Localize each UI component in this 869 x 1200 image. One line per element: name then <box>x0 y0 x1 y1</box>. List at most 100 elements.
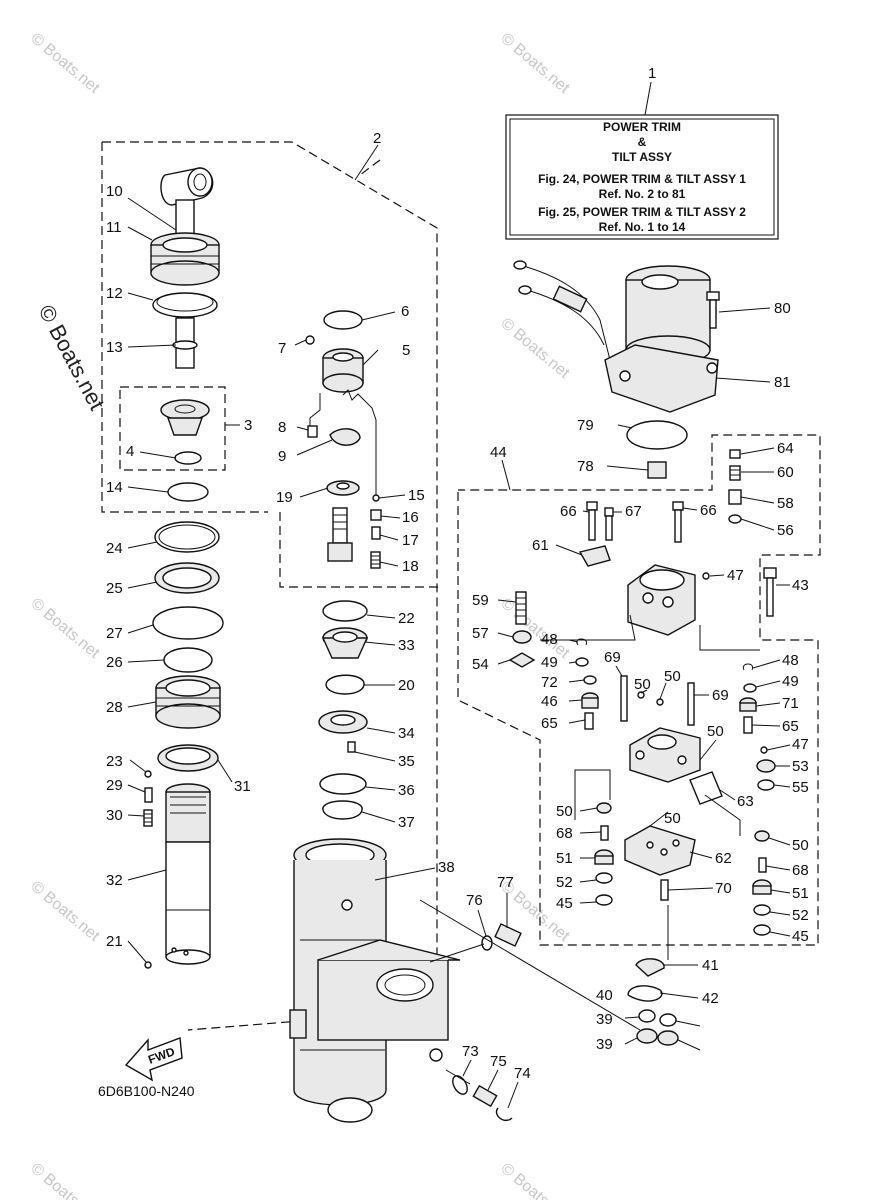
ref-line-1: Fig. 24, POWER TRIM & TILT ASSY 1 <box>538 172 746 186</box>
callout-69: 69 <box>604 649 621 666</box>
watermark: © Boats.net <box>497 1160 573 1200</box>
callout-5: 5 <box>402 342 410 359</box>
callout-75: 75 <box>490 1053 507 1070</box>
callout-44: 44 <box>490 444 507 461</box>
title-line-2: & <box>638 135 647 149</box>
callout-65: 65 <box>541 715 558 732</box>
watermark-large: © Boats.net <box>34 301 110 415</box>
callout-4: 4 <box>126 443 134 460</box>
callout-80: 80 <box>774 300 791 317</box>
callout-27: 27 <box>106 625 123 642</box>
callout-8: 8 <box>278 419 286 436</box>
callout-45: 45 <box>556 895 573 912</box>
callout-21: 21 <box>106 933 123 950</box>
callout-58: 58 <box>777 495 794 512</box>
callout-25: 25 <box>106 580 123 597</box>
callout-48b: 48 <box>782 652 799 669</box>
callout-13: 13 <box>106 339 123 356</box>
leader-lines <box>127 144 791 1109</box>
callout-22: 22 <box>398 610 415 627</box>
callout-28: 28 <box>106 699 123 716</box>
callout-65b: 65 <box>782 718 799 735</box>
callout-70: 70 <box>715 880 732 897</box>
callout-10: 10 <box>106 183 123 200</box>
callout-38: 38 <box>438 859 455 876</box>
callout-51: 51 <box>556 850 573 867</box>
callout-labels: 1 2 3 4 5 6 7 8 9 10 11 12 13 14 15 16 1… <box>106 65 809 1082</box>
callout-43: 43 <box>792 577 809 594</box>
callout-17: 17 <box>402 532 419 549</box>
callout-68: 68 <box>556 825 573 842</box>
callout-63: 63 <box>737 793 754 810</box>
callout-73: 73 <box>462 1043 479 1060</box>
callout-69b: 69 <box>712 687 729 704</box>
callout-64: 64 <box>777 440 794 457</box>
callout-66b: 66 <box>700 502 717 519</box>
callout-39: 39 <box>596 1011 613 1028</box>
callout-52b: 52 <box>792 907 809 924</box>
callout-62: 62 <box>715 850 732 867</box>
title-line-1: POWER TRIM <box>603 120 681 134</box>
watermark: © Boats.net <box>497 30 573 97</box>
callout-41: 41 <box>702 957 719 974</box>
diagram-code: 6D6B100-N240 <box>98 1083 195 1099</box>
callout-56: 56 <box>777 522 794 539</box>
callout-11: 11 <box>106 219 122 236</box>
watermark: © Boats.net <box>27 1160 103 1200</box>
callout-40: 40 <box>596 987 613 1004</box>
callout-32: 32 <box>106 872 123 889</box>
callout-71: 71 <box>782 695 799 712</box>
callout-39b: 39 <box>596 1036 613 1053</box>
callout-59: 59 <box>472 592 489 609</box>
callout-54: 54 <box>472 656 489 673</box>
callout-36: 36 <box>398 782 415 799</box>
callout-77: 77 <box>497 874 514 891</box>
callout-7: 7 <box>278 340 286 357</box>
callout-53: 53 <box>792 758 809 775</box>
ref-line-4: Ref. No. 1 to 14 <box>599 220 686 234</box>
title-box: POWER TRIM & TILT ASSY Fig. 24, POWER TR… <box>505 81 779 240</box>
callout-18: 18 <box>402 558 419 575</box>
callout-50c: 50 <box>707 723 724 740</box>
watermark: © Boats.net <box>27 30 103 97</box>
callout-9: 9 <box>278 448 286 465</box>
callout-12: 12 <box>106 285 123 302</box>
callout-23: 23 <box>106 753 123 770</box>
callout-20: 20 <box>398 677 415 694</box>
callout-24: 24 <box>106 540 123 557</box>
callout-81: 81 <box>774 374 791 391</box>
watermark: © Boats.net <box>497 315 573 382</box>
callout-47: 47 <box>727 567 744 584</box>
callout-14: 14 <box>106 479 123 496</box>
watermark: © Boats.net <box>27 595 103 662</box>
callout-50d: 50 <box>556 803 573 820</box>
callout-33: 33 <box>398 637 415 654</box>
callout-66: 66 <box>560 503 577 520</box>
callout-74: 74 <box>514 1065 531 1082</box>
ref-line-2: Ref. No. 2 to 81 <box>599 187 686 201</box>
callout-49b: 49 <box>782 673 799 690</box>
callout-52: 52 <box>556 874 573 891</box>
callout-79: 79 <box>577 417 594 434</box>
callout-26: 26 <box>106 654 123 671</box>
callout-72: 72 <box>541 674 558 691</box>
callout-50b: 50 <box>664 668 681 685</box>
motor-pump-assembly <box>419 260 777 1046</box>
callout-15: 15 <box>408 487 425 504</box>
callout-48: 48 <box>541 631 558 648</box>
callout-78: 78 <box>577 458 594 475</box>
callout-3: 3 <box>244 417 252 434</box>
callout-46: 46 <box>541 693 558 710</box>
callout-50f: 50 <box>792 837 809 854</box>
callout-37: 37 <box>398 814 415 831</box>
fwd-arrow: FWD <box>124 1037 183 1082</box>
title-line-3: TILT ASSY <box>612 150 672 164</box>
callout-67: 67 <box>625 503 642 520</box>
callout-29: 29 <box>106 777 123 794</box>
callout-55: 55 <box>792 779 809 796</box>
tilt-rod-assembly <box>143 167 224 969</box>
callout-47b: 47 <box>792 736 809 753</box>
callout-30: 30 <box>106 807 123 824</box>
